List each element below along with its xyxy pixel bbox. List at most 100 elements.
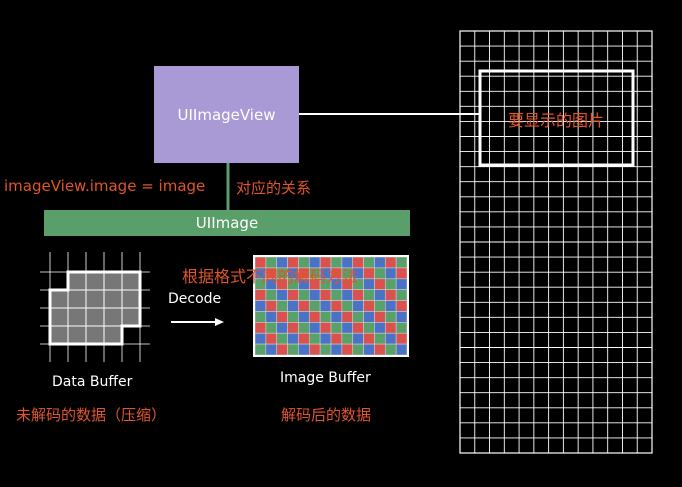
data-buffer-label: Data Buffer xyxy=(52,374,133,390)
data-buffer-cell xyxy=(67,307,87,327)
image-buffer-pixel xyxy=(298,289,310,301)
image-buffer-pixel xyxy=(363,322,375,334)
image-buffer-pixel xyxy=(319,332,332,345)
decode-arrow-head xyxy=(215,318,224,326)
image-buffer-pixel xyxy=(298,300,310,312)
image-buffer-pixel xyxy=(384,311,397,323)
image-buffer-pixel xyxy=(276,322,288,334)
image-buffer-pixel xyxy=(254,332,267,345)
data-buffer-cell xyxy=(103,325,123,345)
image-buffer-pixel xyxy=(254,311,267,323)
image-buffer-pixel xyxy=(308,332,321,345)
data-buffer-graphic xyxy=(40,252,150,362)
image-buffer-pixel xyxy=(276,289,288,301)
image-buffer-pixel xyxy=(363,256,375,269)
image-buffer-pixel xyxy=(308,300,321,312)
image-buffer-pixel xyxy=(276,311,288,323)
image-buffer-pixel xyxy=(319,311,332,323)
image-buffer-note: 解码后的数据 xyxy=(281,406,372,424)
image-buffer-pixel xyxy=(363,267,375,280)
image-buffer-pixel xyxy=(374,300,386,312)
relation-note: 对应的关系 xyxy=(236,179,312,197)
image-buffer-pixel xyxy=(254,343,267,356)
image-buffer-pixel xyxy=(352,289,364,301)
image-buffer-pixel xyxy=(330,322,343,334)
image-buffer-pixel xyxy=(363,332,375,345)
image-buffer-pixel xyxy=(276,332,288,345)
data-buffer-cell xyxy=(85,325,105,345)
image-buffer-pixel xyxy=(265,322,278,334)
data-buffer-cell xyxy=(85,271,105,291)
image-buffer-pixel xyxy=(254,289,267,301)
image-buffer-pixel xyxy=(287,311,299,323)
image-buffer-pixel xyxy=(319,289,332,301)
data-buffer-cell xyxy=(103,289,123,309)
data-buffer-cell xyxy=(67,289,87,309)
image-buffer-pixel xyxy=(265,311,278,323)
image-buffer-pixel xyxy=(374,343,386,356)
image-buffer-pixel xyxy=(265,332,278,345)
image-buffer-pixel xyxy=(287,322,299,334)
image-buffer-pixel xyxy=(330,332,343,345)
data-buffer-note: 未解码的数据（压缩） xyxy=(16,406,167,424)
image-buffer-pixel xyxy=(374,322,386,334)
image-buffer-pixel xyxy=(341,322,354,334)
image-buffer-pixel xyxy=(374,278,386,290)
image-buffer-pixel xyxy=(374,289,386,301)
decode-label: Decode xyxy=(168,291,222,307)
data-buffer-cell xyxy=(103,271,123,291)
image-buffer-pixel xyxy=(330,300,343,312)
image-buffer-pixel xyxy=(298,311,310,323)
image-buffer-pixel xyxy=(363,300,375,312)
image-buffer-pixel xyxy=(308,311,321,323)
image-buffer-pixel xyxy=(330,311,343,323)
image-buffer-pixel xyxy=(341,311,354,323)
image-buffer-pixel xyxy=(287,300,299,312)
data-buffer-cell xyxy=(49,289,69,309)
screen-grid xyxy=(459,30,653,454)
data-buffer-cell xyxy=(49,307,69,327)
image-buffer-pixel xyxy=(395,289,408,301)
uiimageview-box: UIImageView xyxy=(154,66,299,163)
image-buffer-pixel xyxy=(341,332,354,345)
image-buffer-pixel xyxy=(287,332,299,345)
image-buffer-pixel xyxy=(341,343,354,356)
data-buffer-cell xyxy=(85,307,105,327)
image-buffer-pixel xyxy=(254,322,267,334)
uiimage-bar: UIImage xyxy=(44,210,410,236)
data-buffer-cell xyxy=(121,289,141,309)
image-buffer-pixel xyxy=(254,300,267,312)
image-buffer-pixel xyxy=(374,267,386,280)
image-buffer-pixel xyxy=(395,267,408,280)
image-buffer-pixel xyxy=(330,289,343,301)
image-buffer-pixel xyxy=(374,332,386,345)
image-buffer-pixel xyxy=(298,343,310,356)
image-buffer-pixel xyxy=(395,332,408,345)
image-buffer-pixel xyxy=(265,289,278,301)
image-buffer-pixel xyxy=(352,322,364,334)
image-buffer-pixel xyxy=(395,256,408,269)
image-buffer-pixel xyxy=(341,300,354,312)
image-buffer-pixel xyxy=(352,311,364,323)
data-buffer-cell xyxy=(49,325,69,345)
image-buffer-pixel xyxy=(395,278,408,290)
format-note: 根据格式不同的解码方法 xyxy=(182,267,359,286)
relation-code: imageView.image = image xyxy=(4,177,206,195)
data-buffer-cell xyxy=(85,289,105,309)
data-buffer-cell xyxy=(67,325,87,345)
image-buffer-pixel xyxy=(265,300,278,312)
image-buffer-label: Image Buffer xyxy=(280,370,371,386)
image-buffer-pixel xyxy=(384,289,397,301)
image-buffer-pixel xyxy=(352,300,364,312)
image-buffer-pixel xyxy=(308,343,321,356)
image-buffer-pixel xyxy=(384,267,397,280)
image-buffer-pixel xyxy=(287,289,299,301)
image-buffer-pixel xyxy=(298,322,310,334)
image-buffer-pixel xyxy=(287,343,299,356)
display-label: 要显示的图片 xyxy=(508,111,605,130)
image-buffer-pixel xyxy=(395,311,408,323)
image-buffer-pixel xyxy=(308,322,321,334)
image-buffer-pixel xyxy=(308,289,321,301)
image-buffer-pixel xyxy=(341,289,354,301)
